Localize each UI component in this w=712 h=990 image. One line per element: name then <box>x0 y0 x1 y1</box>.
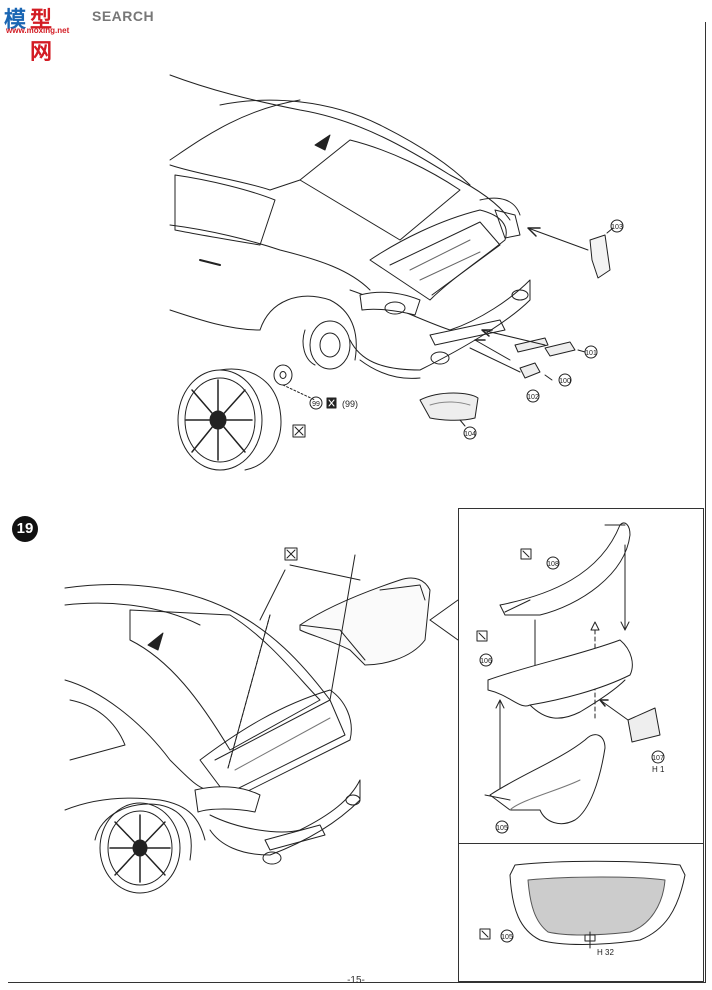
part-label-100: 100 <box>559 378 571 385</box>
detail-part-106 <box>476 630 633 719</box>
detail-trunk-inner <box>479 860 686 949</box>
top-wheel <box>177 368 282 471</box>
step-19-badge: 19 <box>12 516 38 542</box>
watermark-search: SEARCH <box>92 8 155 24</box>
part-label-107: 107 <box>652 755 664 762</box>
part-label-108: 108 <box>547 561 559 568</box>
top-glue-icons <box>292 397 337 438</box>
part-103 <box>527 227 614 279</box>
part-label-103: 103 <box>611 224 623 231</box>
parts-100-102 <box>469 329 586 381</box>
step19-part-labels: 108 106 107 105 105 H 1 H 32 <box>479 556 665 957</box>
step-19-detail-subpanel <box>458 843 704 982</box>
detail-part-108 <box>499 522 631 616</box>
part-label-105a: 105 <box>496 825 508 832</box>
part-99-washer <box>273 364 316 401</box>
watermark-logo: 模 <box>4 8 27 33</box>
part-label-99: 99 <box>312 401 320 408</box>
step19-spoiler-assembly <box>227 547 431 769</box>
part-label-106: 106 <box>480 658 492 665</box>
watermark-url: www.moxing.net <box>6 26 70 35</box>
step19-car-body <box>64 583 361 894</box>
part-label-104: 104 <box>464 431 476 438</box>
detail-part-105 <box>484 734 606 825</box>
watermark-brand: 型网 <box>30 8 53 65</box>
detail-part-107 <box>599 699 661 743</box>
part-104 <box>419 392 479 427</box>
part-label-105b: 105 <box>501 934 513 941</box>
top-car-body <box>169 74 531 379</box>
top-part-labels: 103 101 100 102 104 99 (99) <box>309 219 624 440</box>
part-label-99p: (99) <box>342 399 358 409</box>
part-label-102: 102 <box>527 394 539 401</box>
page-frame <box>8 22 706 983</box>
part-label-h32: H 32 <box>597 948 614 957</box>
part-label-101: 101 <box>585 350 597 357</box>
page-number: -15- <box>347 975 365 986</box>
part-label-h1: H 1 <box>652 765 665 774</box>
